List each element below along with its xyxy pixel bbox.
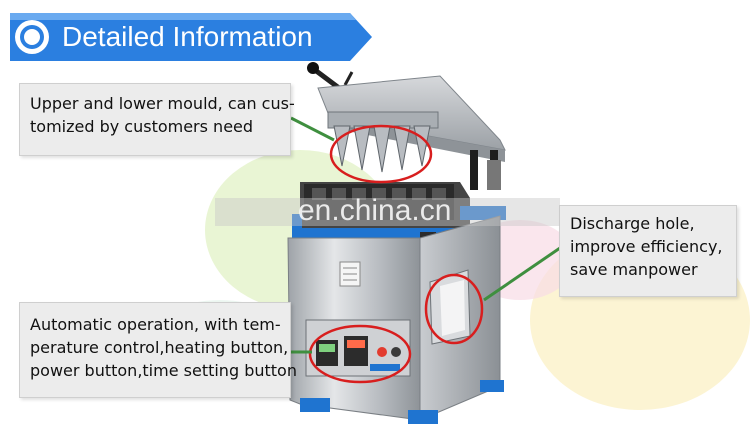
highlight-controls: [308, 324, 412, 384]
pointer-mould: [290, 116, 335, 142]
pointer-discharge: [483, 246, 561, 302]
callout-automatic-line-2: perature control,heating button,: [30, 338, 289, 357]
callout-mould-line-2: tomized by customers need: [30, 117, 254, 136]
callout-discharge-line-3: save manpower: [570, 260, 698, 279]
page-title: Detailed Information: [62, 21, 313, 52]
callout-discharge-line-2: improve efficiency,: [570, 237, 723, 256]
watermark-band: [215, 198, 560, 226]
callout-automatic: Automatic operation, with tem- perature …: [19, 302, 297, 398]
callout-discharge-line-1: Discharge hole,: [570, 214, 695, 233]
highlight-mould: [329, 124, 433, 184]
highlight-discharge: [424, 273, 484, 345]
header-banner: [10, 13, 372, 61]
callout-automatic-line-1: Automatic operation, with tem-: [30, 315, 281, 334]
callout-mould-line-1: Upper and lower mould, can cus-: [30, 94, 295, 113]
callout-automatic-line-3: power button,time setting button: [30, 361, 297, 380]
callout-mould: Upper and lower mould, can cus- tomized …: [19, 83, 295, 156]
callout-discharge: Discharge hole, improve efficiency, save…: [559, 205, 737, 297]
watermark-text: en.china.cn: [298, 194, 452, 227]
